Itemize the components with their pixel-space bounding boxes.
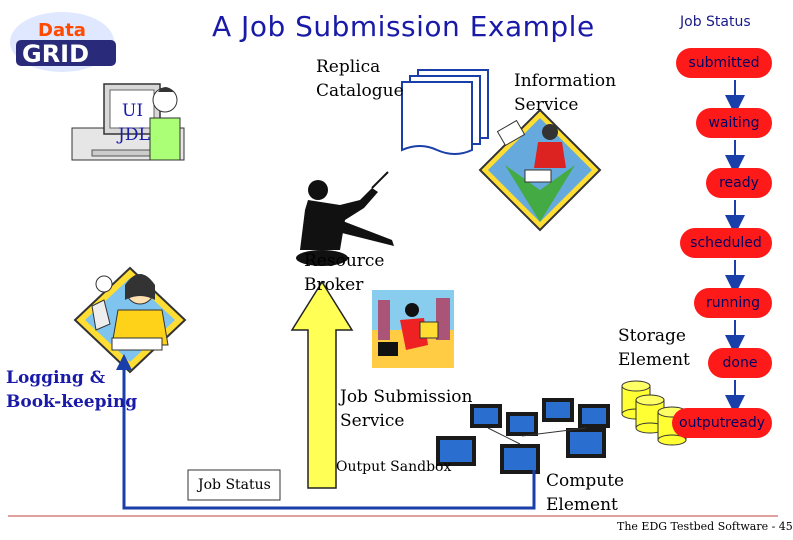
job-status-header: Job Status xyxy=(680,14,751,30)
replica-catalogue-label-1: Replica xyxy=(316,57,381,77)
resource-broker-clipart xyxy=(296,171,394,266)
information-service-clipart xyxy=(478,108,602,232)
compute-element-label-2: Element xyxy=(546,495,618,515)
job-submission-label-1: Job Submission xyxy=(340,387,473,407)
datagrid-logo: Data GRID xyxy=(10,12,116,72)
job-status-box xyxy=(187,469,281,501)
stage-ready: ready xyxy=(706,168,772,198)
compute-element-clipart xyxy=(436,398,610,474)
page-title: A Job Submission Example xyxy=(212,10,595,43)
ui-user-clipart xyxy=(71,83,185,161)
resource-broker-label-2: Broker xyxy=(304,275,364,295)
logging-clipart xyxy=(73,266,187,374)
job-submission-clipart xyxy=(372,290,454,368)
resource-broker-label-1: Resource xyxy=(304,251,385,271)
storage-element-clipart xyxy=(621,380,687,446)
compute-element-label-1: Compute xyxy=(546,471,625,491)
blue-feedback-arrow xyxy=(122,366,536,510)
replica-catalogue-label-2: Catalogue xyxy=(316,81,404,101)
logo-bottom-text: GRID xyxy=(22,40,89,68)
logging-label-1: Logging & xyxy=(6,368,106,388)
logo-top-text: Data xyxy=(38,20,86,41)
yellow-arrow xyxy=(290,280,354,489)
stage-running: running xyxy=(694,288,772,318)
footer-text: The EDG Testbed Software - 45 xyxy=(617,520,793,533)
job-status-box-label: Job Status xyxy=(198,477,271,493)
output-sandbox-label: Output Sandbox xyxy=(336,459,452,475)
jdl-label: JDL xyxy=(118,125,150,145)
ui-label: UI xyxy=(122,101,144,121)
stage-submitted: submitted xyxy=(676,48,772,78)
information-service-label-2: Service xyxy=(514,95,579,115)
storage-element-label-1: Storage xyxy=(618,326,686,346)
stage-outputready: outputready xyxy=(672,408,772,438)
information-service-label-1: Information xyxy=(514,71,617,91)
stage-done: done xyxy=(708,348,772,378)
stage-waiting: waiting xyxy=(696,108,772,138)
storage-element-label-2: Element xyxy=(618,350,690,370)
job-submission-label-2: Service xyxy=(340,411,405,431)
logging-label-2: Book-keeping xyxy=(6,392,138,412)
stage-scheduled: scheduled xyxy=(680,228,772,258)
replica-catalogue-docs xyxy=(401,69,489,155)
